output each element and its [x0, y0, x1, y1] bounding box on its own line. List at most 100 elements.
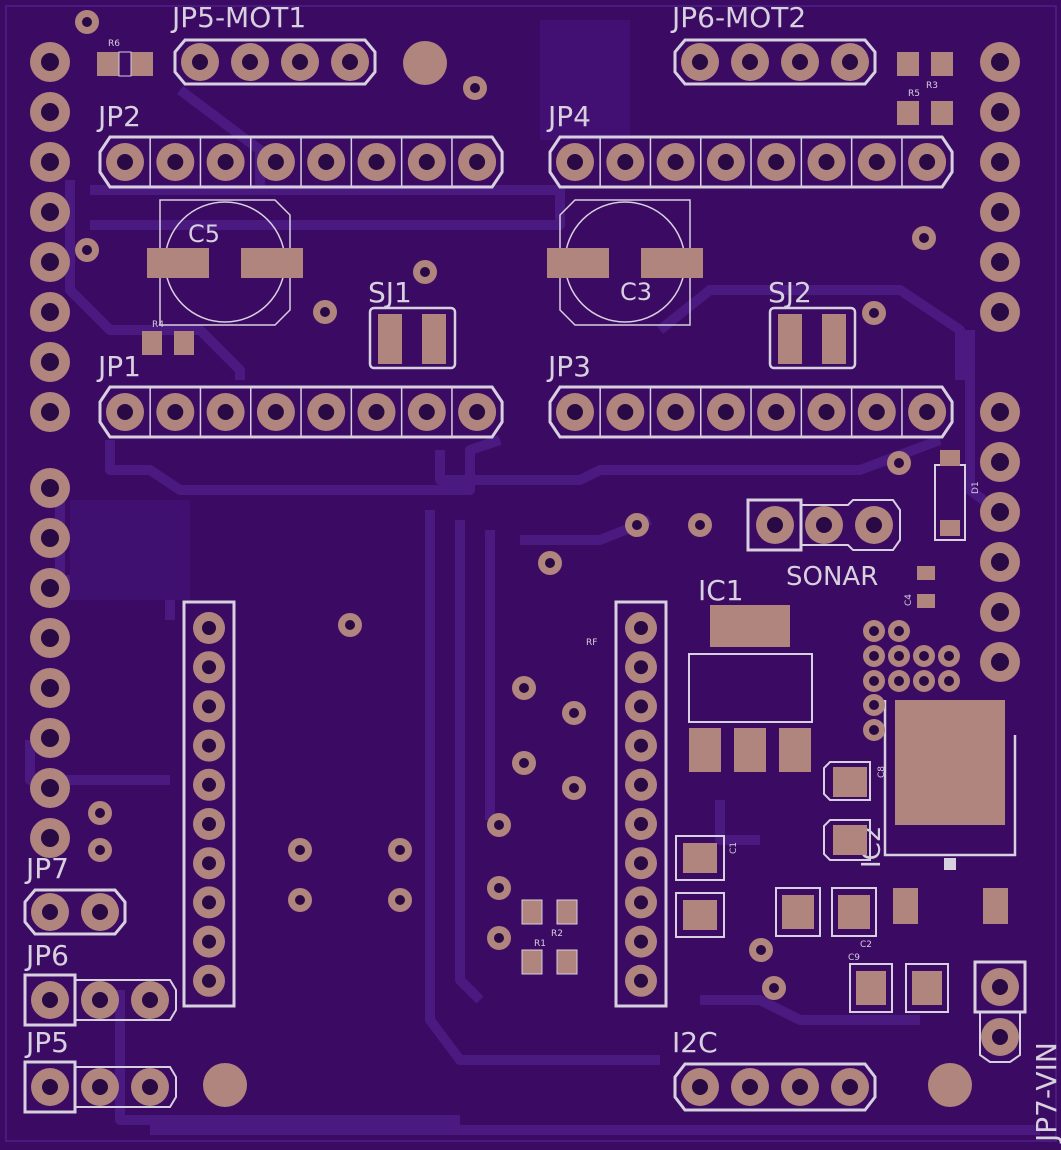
label-d1: D1 [971, 481, 981, 494]
label-c2: C2 [860, 940, 872, 950]
pin-pad [980, 192, 1020, 232]
pin-pad [556, 143, 594, 181]
ic1-regulator [688, 605, 813, 772]
resistor-r4 [142, 331, 194, 355]
pin-pad [980, 242, 1020, 282]
label-r6: R6 [108, 39, 120, 49]
pin-pad [625, 847, 657, 880]
sonar-header [746, 498, 901, 552]
jp3-header [548, 385, 954, 439]
pin-pad [980, 392, 1020, 432]
pin-pad [863, 670, 885, 692]
pin-pad [980, 542, 1020, 582]
pin-pad [106, 143, 144, 181]
pin-pad [888, 670, 910, 692]
via-hole [569, 708, 579, 718]
pin-pad [980, 492, 1020, 532]
via-hole [420, 267, 430, 277]
header-outline [548, 135, 954, 189]
pin-pad [193, 690, 225, 723]
right-header-top [980, 42, 1020, 332]
via-hole [320, 307, 330, 317]
pin-pad [30, 468, 70, 508]
mounting-hole [203, 1063, 247, 1107]
pin-pad [980, 92, 1020, 132]
capacitor-c4 [917, 566, 935, 608]
label-c5: C5 [188, 220, 220, 248]
pin-pad [863, 694, 885, 716]
jp7-header [23, 888, 127, 936]
pin-pad [458, 143, 497, 181]
pin-pad [625, 612, 657, 644]
pin-pad [193, 964, 225, 997]
via-hole [470, 83, 480, 93]
pin-pad [913, 670, 935, 692]
pin-pad [980, 642, 1020, 682]
pin-pad [193, 768, 225, 801]
pin-pad [938, 670, 960, 692]
ic2-pin-cluster [863, 620, 960, 741]
pin-pad [625, 808, 657, 840]
capacitor-c3 [547, 199, 703, 326]
via-hole [869, 308, 879, 318]
jp4-header [548, 135, 954, 189]
pin-pad [980, 592, 1020, 632]
header-outline [548, 385, 954, 439]
label-c4: C4 [904, 594, 914, 606]
pin-pad [681, 1068, 719, 1106]
via-hole [295, 895, 305, 905]
resistor-r6 [97, 51, 153, 77]
left-header-bottom [30, 468, 70, 858]
label-jp6: JP6 [24, 939, 69, 972]
pin-pad [807, 393, 846, 431]
pin-pad [980, 142, 1020, 182]
pin-pad [30, 242, 70, 282]
pin-pad [206, 143, 245, 181]
label-jp3: JP3 [546, 350, 591, 383]
pin-pad [407, 143, 446, 181]
pin-pad [656, 143, 695, 181]
ic2-package [883, 700, 1017, 924]
label-jp4: JP4 [546, 100, 591, 133]
pin-pad [30, 718, 70, 758]
via-hole [295, 845, 305, 855]
label-rf: RF [586, 638, 597, 648]
via-hole [95, 808, 105, 818]
pin-pad [706, 393, 745, 431]
pin-pad [706, 143, 745, 181]
pin-pad [206, 393, 245, 431]
pin-pad [625, 768, 657, 801]
label-sj2: SJ2 [768, 276, 812, 309]
pin-pad [980, 42, 1020, 82]
label-r2: R2 [551, 929, 563, 939]
pin-pad [625, 886, 657, 919]
pin-pad [888, 645, 910, 667]
pin-pad [281, 43, 319, 81]
pin-pad [625, 925, 657, 958]
pin-pad [193, 808, 225, 840]
pin-pad [888, 620, 910, 642]
via-hole [345, 620, 355, 630]
label-jp7: JP7 [24, 852, 69, 885]
jp5-mot1-connector [173, 38, 377, 86]
pin-pad [807, 143, 846, 181]
pour-region [70, 500, 190, 600]
label-ic1: IC1 [698, 574, 744, 607]
pin-pad [256, 393, 295, 431]
pin-pad [307, 393, 346, 431]
pin-pad [857, 143, 896, 181]
pin-pad [863, 645, 885, 667]
label-jp5: JP5 [24, 1026, 69, 1059]
via-hole [395, 895, 405, 905]
left-header-top [30, 42, 70, 432]
via-hole [769, 983, 779, 993]
via-hole [395, 845, 405, 855]
jp1-header [98, 385, 504, 439]
pin-pad [757, 393, 796, 431]
label-r3: R3 [926, 81, 938, 91]
pin-pad [156, 143, 195, 181]
label-jp1: JP1 [96, 350, 141, 383]
mounting-hole [928, 1063, 972, 1107]
pin-pad [908, 393, 947, 431]
